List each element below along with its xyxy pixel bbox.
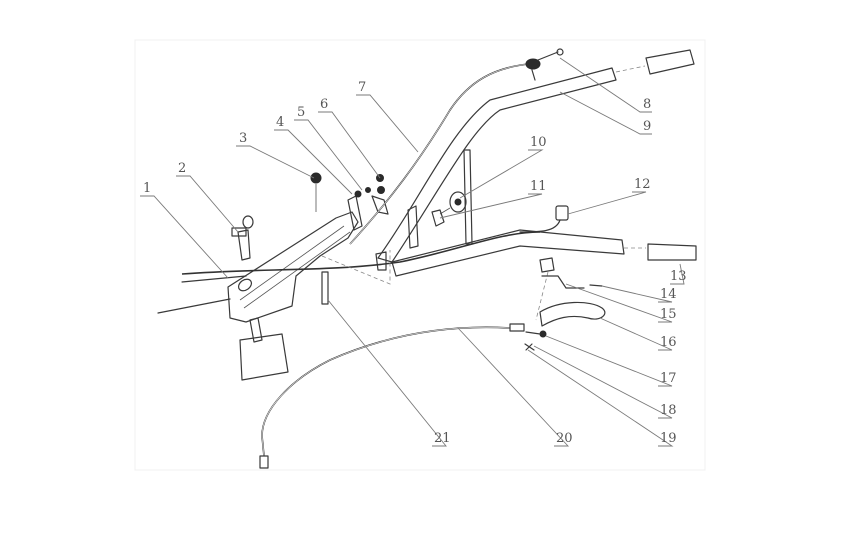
part-handle-base (227, 211, 359, 381)
part-bolt (321, 271, 329, 305)
part-throttle-lever (525, 48, 564, 81)
part-clamp (539, 257, 555, 273)
callout-12: 12 (634, 177, 651, 192)
part-swivel-rod (525, 331, 541, 335)
part-handlebar (375, 67, 625, 277)
part-kill-switch (519, 205, 569, 233)
callout-16: 16 (660, 335, 677, 350)
part-bolt-dashed (321, 250, 391, 285)
callout-20: 20 (556, 431, 573, 446)
callout-numbers: 1 2 3 4 5 6 7 8 9 10 11 12 13 14 15 16 1… (143, 80, 687, 446)
part-clutch-lever (539, 301, 606, 327)
callout-5: 5 (297, 105, 305, 120)
part-grip-upper (615, 49, 695, 75)
part-switch (231, 215, 254, 261)
callout-18: 18 (660, 403, 677, 418)
callout-15: 15 (660, 307, 677, 322)
part-clutch-cable (259, 323, 525, 469)
part-nut (310, 172, 322, 184)
callout-13: 13 (670, 269, 687, 284)
part-knob (439, 191, 467, 215)
part-axis-dashed (535, 271, 549, 321)
callout-1: 1 (143, 181, 151, 196)
part-lever-arm (541, 275, 585, 289)
callout-6: 6 (320, 97, 328, 112)
part-bracket (347, 174, 389, 231)
part-swivel (539, 330, 547, 338)
leader-lines (140, 57, 685, 447)
part-throttle-cable (349, 63, 529, 245)
callout-19: 19 (660, 431, 677, 446)
callout-7: 7 (358, 80, 366, 95)
callout-8: 8 (643, 97, 651, 112)
part-clip (431, 209, 445, 227)
part-pin (589, 284, 603, 287)
diagram-frame (134, 39, 706, 471)
callout-17: 17 (660, 371, 677, 386)
wire-harness (181, 231, 541, 275)
callout-14: 14 (660, 287, 677, 302)
part-cotter (524, 343, 535, 351)
callout-11: 11 (530, 179, 547, 194)
callout-3: 3 (239, 131, 247, 146)
callout-21: 21 (434, 431, 451, 446)
rod-upper (181, 275, 247, 283)
callout-9: 9 (643, 119, 651, 134)
callout-10: 10 (530, 135, 547, 150)
callout-2: 2 (178, 161, 186, 176)
rod-lower (157, 298, 231, 314)
callout-4: 4 (276, 115, 284, 130)
part-grip-lower (624, 243, 697, 261)
